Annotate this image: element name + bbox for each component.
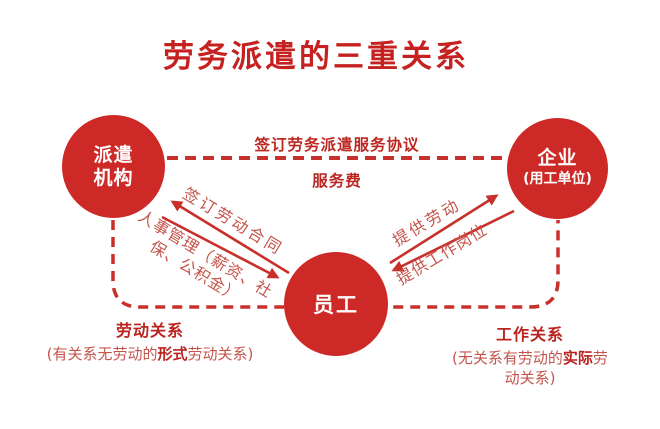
node-enterprise-label-line1: 企业	[537, 147, 578, 170]
node-employee: 员工	[284, 252, 388, 356]
node-enterprise: 企业 (用工单位)	[507, 118, 608, 219]
node-employee-label: 员工	[313, 293, 359, 317]
footnote-work-relation-desc-bold: 实际	[562, 349, 593, 367]
arrow-sign-labor-contract	[170, 200, 290, 275]
footnote-work-relation-desc-prefix: (无关系有劳动的	[452, 349, 563, 367]
footnote-work-relation-desc: (无关系有劳动的实际劳 动关系)	[430, 348, 630, 388]
footnote-work-relation-title: 工作关系	[495, 325, 564, 344]
node-enterprise-label-line2: (用工单位)	[523, 171, 592, 188]
node-dispatch-agency-label-line1: 派遣	[93, 144, 134, 167]
label-service-fee: 服务费	[312, 172, 362, 190]
footnote-work-relation: 工作关系 (无关系有劳动的实际劳 动关系)	[430, 321, 630, 388]
footnote-labor-relation-desc-bold: 形式	[157, 345, 188, 363]
footnote-labor-relation-desc-suffix: 劳动关系)	[187, 345, 254, 363]
arrow-provide-job	[391, 209, 515, 272]
footnote-labor-relation-desc: (有关系无劳动的形式劳动关系)	[25, 344, 275, 364]
footnote-labor-relation-desc-prefix: (有关系无劳动的	[46, 345, 158, 363]
arrow-hr-management	[161, 215, 280, 279]
arrow-provide-labor	[389, 194, 499, 265]
page-title: 劳务派遣的三重关系	[163, 39, 469, 75]
footnote-labor-relation-title: 劳动关系	[115, 321, 184, 340]
node-dispatch-agency-label-line2: 机构	[93, 166, 134, 189]
footnote-work-relation-desc-suffix: 劳 动关系)	[504, 349, 608, 387]
node-dispatch-agency: 派遣 机构	[62, 115, 165, 218]
label-service-agreement: 签订劳务派遣服务协议	[254, 136, 420, 154]
footnote-labor-relation: 劳动关系 (有关系无劳动的形式劳动关系)	[25, 317, 275, 364]
